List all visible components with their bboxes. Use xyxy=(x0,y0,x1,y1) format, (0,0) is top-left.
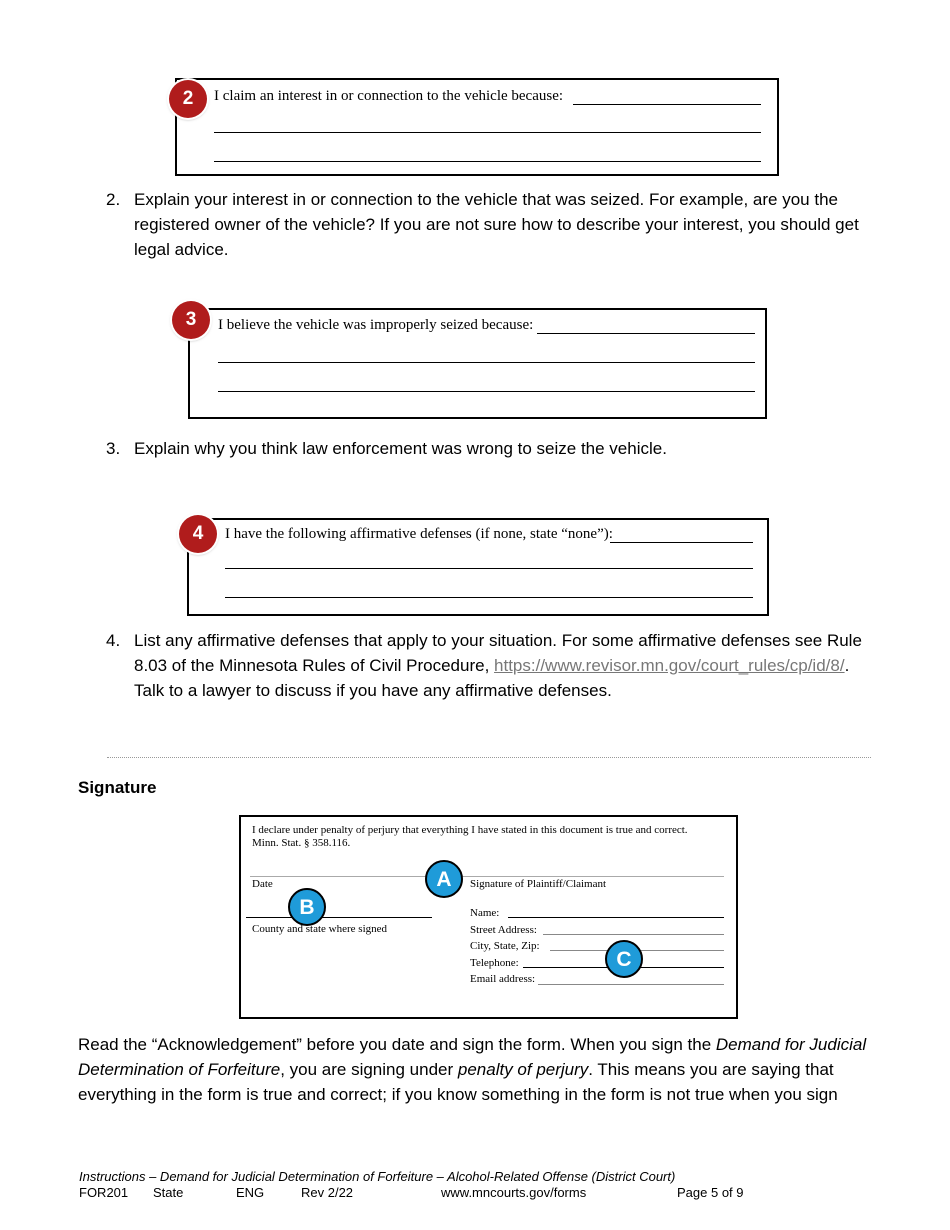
name-label: Name: xyxy=(470,907,500,919)
answer-line xyxy=(610,542,753,543)
callout-badge-a: A xyxy=(425,860,463,898)
footer-revision: Rev 2/22 xyxy=(301,1185,354,1200)
answer-line xyxy=(225,597,753,598)
street-address-label: Street Address: xyxy=(470,924,537,936)
footer-language: ENG xyxy=(236,1185,265,1200)
telephone-label: Telephone: xyxy=(470,957,519,969)
form-excerpt-box-4 xyxy=(187,518,769,616)
form-excerpt-box-3 xyxy=(188,308,767,419)
footer-title: Instructions – Demand for Judicial Deter… xyxy=(79,1169,676,1184)
answer-line xyxy=(573,104,761,105)
street-address-line xyxy=(543,934,724,935)
callout-badge-b: B xyxy=(288,888,326,926)
item-number: 2. xyxy=(106,190,121,209)
signature-heading: Signature xyxy=(78,778,157,797)
email-address-label: Email address: xyxy=(470,973,536,985)
callout-badge-c: C xyxy=(605,940,643,978)
footer-form-number: FOR201 xyxy=(79,1185,129,1200)
answer-line xyxy=(225,568,753,569)
answer-line xyxy=(214,132,761,133)
perjury-declaration: I declare under penalty of perjury that … xyxy=(252,824,688,849)
item-3-text: Explain why you think law enforcement wa… xyxy=(134,439,667,458)
date-label: Date xyxy=(252,878,273,890)
form-title-italic: Demand for Judicial Determination of For… xyxy=(78,1035,867,1079)
affirmative-defenses-prompt: I have the following affirmative defense… xyxy=(225,526,613,542)
item-4-text-end: . Talk to a lawyer to discuss if you hav… xyxy=(134,656,850,700)
answer-line xyxy=(218,391,755,392)
answer-line xyxy=(537,333,755,334)
closing-text-1: Read the “Acknowledgement” before you da… xyxy=(78,1035,716,1054)
footer-jurisdiction: State xyxy=(153,1185,184,1200)
item-number: 4. xyxy=(106,631,121,650)
item-4-text: List any affirmative defenses that apply… xyxy=(134,628,874,703)
item-2-text: Explain your interest in or connection t… xyxy=(134,190,859,259)
city-state-zip-label: City, State, Zip: xyxy=(470,940,540,952)
step-badge-2: 2 xyxy=(169,80,207,118)
answer-line xyxy=(214,161,761,162)
footer-url: www.mncourts.gov/forms xyxy=(441,1185,587,1200)
court-rules-link[interactable]: https://www.revisor.mn.gov/court_rules/c… xyxy=(494,656,845,675)
penalty-of-perjury-italic: penalty of perjury xyxy=(457,1060,589,1079)
form-excerpt-box-2 xyxy=(175,78,779,176)
county-state-label: County and state where signed xyxy=(252,923,388,935)
improper-seizure-prompt: I believe the vehicle was improperly sei… xyxy=(218,317,534,333)
interest-prompt: I claim an interest in or connection to … xyxy=(214,88,564,104)
name-line xyxy=(508,917,724,918)
step-badge-3: 3 xyxy=(172,301,210,339)
item-4-text-start: List any affirmative defenses that apply… xyxy=(134,631,862,675)
section-divider xyxy=(107,757,871,758)
closing-text-2: , you are signing under xyxy=(280,1060,458,1079)
footer-page-number: Page 5 of 9 xyxy=(677,1185,744,1200)
email-address-line xyxy=(538,984,724,985)
acknowledgement-paragraph: Read the “Acknowledgement” before you da… xyxy=(78,1032,878,1107)
answer-line xyxy=(218,362,755,363)
closing-text-3: . This means you are saying that everyth… xyxy=(78,1060,838,1104)
signature-line xyxy=(250,876,724,877)
signature-label: Signature of Plaintiff/Claimant xyxy=(470,878,607,890)
step-badge-4: 4 xyxy=(179,515,217,553)
item-number: 3. xyxy=(106,439,121,458)
county-line xyxy=(246,917,432,918)
